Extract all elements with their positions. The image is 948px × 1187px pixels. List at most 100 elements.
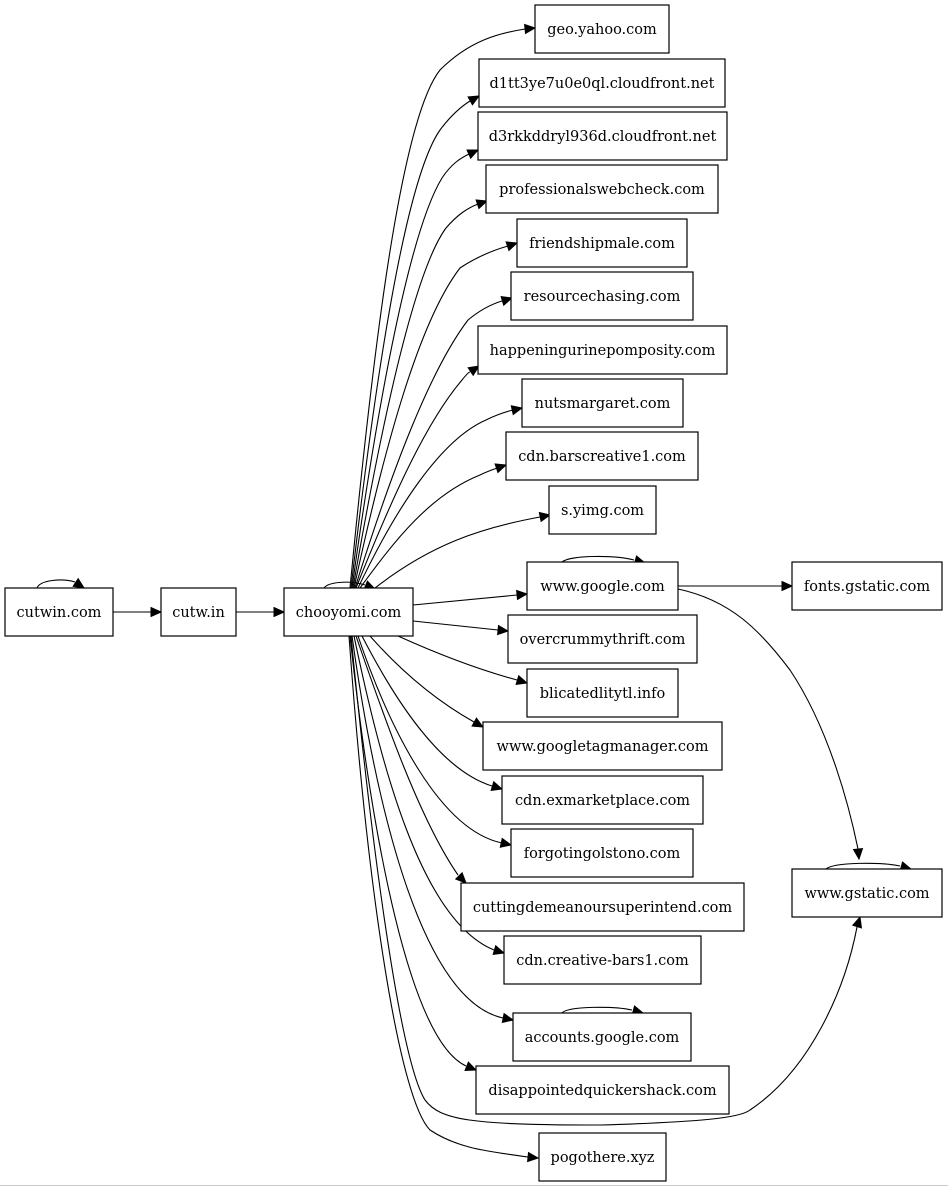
edge-line bbox=[561, 1006, 633, 1014]
node-label: fonts.gstatic.com bbox=[804, 579, 931, 595]
node-label: cdn.barscreative1.com bbox=[518, 449, 686, 465]
node-box bbox=[503, 935, 702, 985]
node-resource: resourcechasing.com bbox=[510, 271, 694, 321]
arrowhead bbox=[490, 780, 504, 792]
edge-line bbox=[359, 467, 498, 589]
edge-line bbox=[350, 635, 858, 1126]
node-box bbox=[534, 4, 670, 54]
node-box bbox=[501, 775, 704, 825]
node-label: friendshipmale.com bbox=[529, 236, 675, 252]
node-geo_yahoo: geo.yahoo.com bbox=[534, 4, 670, 54]
node-box bbox=[160, 587, 237, 637]
node-box bbox=[505, 431, 699, 481]
node-box bbox=[548, 485, 657, 535]
arrowhead bbox=[467, 365, 481, 377]
node-exmarket: cdn.exmarketplace.com bbox=[501, 775, 704, 825]
edge-chooyomi-to-cutting bbox=[355, 635, 467, 884]
node-blicated: blicatedlitytl.info bbox=[526, 668, 679, 718]
node-box bbox=[507, 614, 698, 664]
arrowhead bbox=[781, 580, 794, 592]
node-label: accounts.google.com bbox=[525, 1030, 680, 1046]
node-label: professionalswebcheck.com bbox=[499, 182, 705, 198]
arrowhead bbox=[505, 241, 519, 252]
edge-line bbox=[357, 409, 514, 589]
edge-chooyomi-to-geo_yahoo bbox=[349, 23, 537, 589]
node-label: s.yimg.com bbox=[561, 503, 644, 519]
edge-chooyomi-to-chooyomi bbox=[323, 580, 377, 590]
node-cutting: cuttingdemeanoursuperintend.com bbox=[460, 882, 745, 932]
node-profweb: professionalswebcheck.com bbox=[485, 164, 719, 214]
edge-line bbox=[355, 635, 459, 876]
node-label: www.google.com bbox=[540, 579, 665, 595]
arrowhead bbox=[464, 1061, 478, 1071]
arrowhead bbox=[499, 837, 513, 848]
edge-line bbox=[374, 516, 541, 589]
arrowhead bbox=[466, 149, 480, 160]
arrowhead bbox=[851, 915, 863, 929]
edge-chooyomi-to-pogothere bbox=[348, 635, 540, 1163]
edge-chooyomi-to-nuts bbox=[357, 405, 524, 589]
node-box bbox=[460, 882, 745, 932]
edge-chooyomi-to-google bbox=[412, 589, 529, 606]
node-label: d3rkkddryl936d.cloudfront.net bbox=[489, 129, 717, 145]
edge-line bbox=[350, 100, 471, 589]
node-label: blicatedlitytl.info bbox=[540, 686, 665, 702]
edge-line bbox=[354, 300, 503, 589]
arrowhead bbox=[538, 511, 552, 523]
node-label: happeningurinepomposity.com bbox=[490, 343, 716, 359]
node-box bbox=[4, 587, 114, 637]
node-forgoting: forgotingolstono.com bbox=[510, 828, 694, 878]
arrowhead bbox=[501, 1012, 515, 1024]
arrowhead bbox=[524, 23, 537, 35]
node-pogothere: pogothere.xyz bbox=[538, 1132, 667, 1182]
node-box bbox=[512, 1012, 692, 1062]
edge-chooyomi-to-happening bbox=[355, 365, 481, 589]
node-label: overcrummythrift.com bbox=[520, 632, 686, 648]
node-label: geo.yahoo.com bbox=[547, 22, 657, 38]
arrowhead bbox=[454, 871, 467, 884]
node-label: www.gstatic.com bbox=[804, 886, 929, 902]
edge-chooyomi-to-friendship bbox=[353, 241, 519, 589]
edge-cutwin-to-cutwin bbox=[36, 577, 86, 589]
arrowhead bbox=[471, 717, 485, 728]
node-box bbox=[477, 111, 728, 161]
arrowhead bbox=[852, 848, 864, 861]
edge-chooyomi-to-overcrummy bbox=[412, 620, 510, 636]
edge-chooyomi-to-gtm bbox=[369, 635, 485, 728]
arrowhead bbox=[150, 606, 163, 618]
node-label: cdn.exmarketplace.com bbox=[515, 793, 690, 809]
edge-line bbox=[355, 371, 471, 589]
node-box bbox=[526, 668, 679, 718]
arrowhead bbox=[516, 589, 529, 601]
edge-chooyomi-to-gstatic bbox=[350, 635, 863, 1126]
edge-line bbox=[351, 635, 504, 1019]
arrowhead bbox=[497, 624, 510, 636]
edge-line bbox=[348, 635, 529, 1158]
node-fonts_gstatic: fonts.gstatic.com bbox=[791, 561, 943, 611]
node-d1tt: d1tt3ye7u0e0ql.cloudfront.net bbox=[478, 58, 726, 108]
node-cutwin_in: cutw.in bbox=[160, 587, 237, 637]
node-cutwin: cutwin.com bbox=[4, 587, 114, 637]
edges-layer bbox=[36, 23, 913, 1163]
edge-line bbox=[412, 620, 499, 631]
node-box bbox=[791, 561, 943, 611]
node-label: d1tt3ye7u0e0ql.cloudfront.net bbox=[490, 76, 715, 92]
arrowhead bbox=[492, 944, 506, 956]
edge-line bbox=[412, 594, 518, 606]
edge-chooyomi-to-d1tt bbox=[350, 95, 481, 589]
edge-line bbox=[349, 635, 467, 1067]
node-happening: happeningurinepomposity.com bbox=[477, 325, 728, 375]
edge-chooyomi-to-blicated bbox=[397, 635, 529, 686]
node-box bbox=[482, 721, 723, 771]
arrowhead bbox=[527, 1151, 540, 1163]
node-creativebars: cdn.creative-bars1.com bbox=[503, 935, 702, 985]
node-disappointed: disappointedquickershack.com bbox=[475, 1065, 730, 1115]
edge-line bbox=[323, 581, 366, 589]
node-nuts: nutsmargaret.com bbox=[521, 378, 684, 428]
node-label: cdn.creative-bars1.com bbox=[516, 953, 689, 969]
edge-line bbox=[352, 203, 479, 589]
node-box bbox=[475, 1065, 730, 1115]
node-box bbox=[510, 828, 694, 878]
edge-line bbox=[397, 635, 518, 681]
